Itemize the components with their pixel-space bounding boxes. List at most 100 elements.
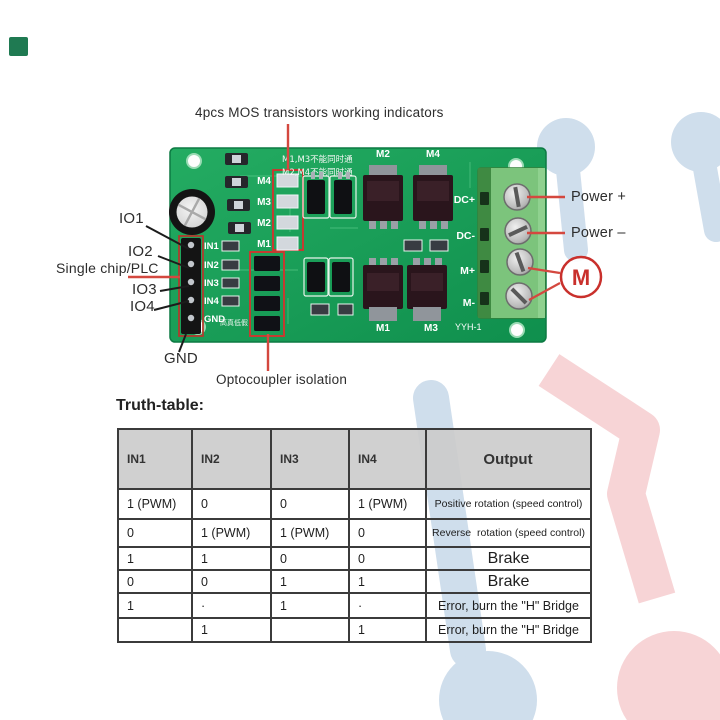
cell-in1: [117, 617, 193, 643]
cell-in2: ·: [191, 592, 272, 619]
motor-symbol-letter: M: [572, 265, 590, 290]
mosfet-m1: [363, 258, 403, 321]
table-row: 1 (PWM) 0 0 1 (PWM) Positive rotation (s…: [117, 488, 592, 520]
cell-in3: 1: [270, 569, 350, 594]
col-header-in1: IN1: [117, 428, 193, 490]
col-header-in3: IN3: [270, 428, 350, 490]
col-header-output: Output: [425, 428, 592, 490]
label-power-plus: Power +: [571, 189, 626, 205]
cell-in4: 0: [348, 546, 427, 571]
mos-indicator-leds: M4 M3 M2 M1: [257, 169, 304, 251]
cell-in1: 1 (PWM): [117, 488, 193, 520]
mosfet-m4: [413, 165, 453, 229]
truth-table-title: Truth-table:: [116, 397, 204, 414]
col-header-in4: IN4: [348, 428, 427, 490]
cell-in1: 0: [117, 518, 193, 548]
electrolytic-capacitor: [169, 189, 215, 235]
cell-in4: 0: [348, 518, 427, 548]
optocoupler-block: [249, 251, 285, 337]
smd-components: [310, 239, 449, 316]
cell-in1: 1: [117, 546, 193, 571]
cell-output: Brake: [425, 546, 592, 571]
cell-in4: ·: [348, 592, 427, 619]
label-io4: IO4: [130, 298, 155, 315]
table-row: 1 1 0 0 Brake: [117, 546, 592, 571]
terminal-label-dc-minus: DC-: [456, 230, 475, 242]
input-pin-header: [178, 235, 204, 337]
led-label-m2: M2: [257, 218, 271, 229]
cell-in3: [270, 617, 350, 643]
motor-symbol: M: [559, 255, 603, 299]
mosfet-m2: [363, 165, 403, 229]
label-power-minus: Power –: [571, 225, 626, 241]
mosfet-label-m2: M2: [376, 149, 390, 160]
pin-label-gnd: GND: [204, 314, 225, 325]
truth-table-header-row: IN1 IN2 IN3 IN4 Output: [117, 428, 592, 490]
label-io1: IO1: [119, 210, 144, 227]
pcb-board: M4 M3 M2 M1 M1,M3不能同时通 M2,M4不能同时通: [169, 147, 547, 343]
silkscreen-warning-1: M1,M3不能同时通: [282, 154, 353, 165]
label-io2: IO2: [128, 243, 153, 260]
driver-transistors-bottom: [303, 257, 354, 297]
annotation-lines-black: [145, 225, 190, 353]
cell-in1: 1: [117, 592, 193, 619]
label-mos-indicators: 4pcs MOS transistors working indicators: [195, 105, 444, 120]
watermark-blue-blob: [671, 112, 720, 172]
cell-in3: 1: [270, 592, 350, 619]
cell-in3: 0: [270, 488, 350, 520]
label-optocoupler: Optocoupler isolation: [216, 372, 348, 387]
cell-in2: 0: [191, 569, 272, 594]
table-row: 1 1 Error, burn the "H" Bridge: [117, 617, 592, 643]
led-label-m3: M3: [257, 197, 271, 208]
cell-in4: 1: [348, 569, 427, 594]
watermark-blue-blob: [537, 118, 595, 176]
pin-header-highlight-box: [178, 235, 204, 337]
terminal-label-m-plus: M+: [460, 265, 475, 277]
cell-in3: 0: [270, 546, 350, 571]
mosfet-m3: [407, 258, 447, 321]
cell-in4: 1: [348, 617, 427, 643]
cell-output: Positive rotation (speed control): [425, 488, 592, 520]
label-io3: IO3: [132, 281, 157, 298]
terminal-screws: [503, 183, 534, 310]
cell-output: Error, burn the "H" Bridge: [425, 617, 592, 643]
pin-label-in4: IN4: [204, 296, 220, 307]
resistor-array: [225, 153, 251, 234]
watermark-pink-blob: [617, 631, 720, 720]
cell-in2: 1: [191, 546, 272, 571]
led-label-m4: M4: [257, 176, 271, 187]
table-row: 1 · 1 · Error, burn the "H" Bridge: [117, 592, 592, 619]
table-row: 0 1 (PWM) 1 (PWM) 0 Reverse rotation (sp…: [117, 518, 592, 548]
cell-in2: 1: [191, 617, 272, 643]
truth-table: IN1 IN2 IN3 IN4 Output 1 (PWM) 0 0 1 (PW…: [117, 428, 592, 643]
corner-green-square: [9, 37, 28, 56]
pin-label-in3: IN3: [204, 278, 219, 289]
cell-in3: 1 (PWM): [270, 518, 350, 548]
silkscreen-warning-2: M2,M4不能同时通: [282, 167, 353, 178]
pin-label-in2: IN2: [204, 260, 219, 271]
col-header-in2: IN2: [191, 428, 272, 490]
cell-in2: 1 (PWM): [191, 518, 272, 548]
cell-in4: 1 (PWM): [348, 488, 427, 520]
led-lamps: [276, 173, 299, 251]
cell-in2: 0: [191, 488, 272, 520]
cell-in1: 0: [117, 569, 193, 594]
mosfet-label-m3: M3: [424, 323, 438, 334]
annotation-lines-red: [128, 124, 565, 371]
label-single-chip-plc: Single chip/PLC: [56, 260, 159, 276]
pin-label-in1: IN1: [204, 241, 220, 252]
led-label-m1: M1: [257, 239, 271, 250]
input-smd-resistors: [221, 240, 240, 307]
driver-transistors-top: [302, 172, 357, 219]
label-gnd: GND: [164, 350, 198, 367]
terminal-label-dc-plus: DC+: [454, 194, 475, 206]
mosfet-label-m4: M4: [426, 149, 440, 160]
terminal-label-m-minus: M-: [463, 297, 476, 309]
terminal-block: DC+ DC- M+ M-: [454, 167, 546, 319]
cell-output: Error, burn the "H" Bridge: [425, 592, 592, 619]
cell-output: Reverse rotation (speed control): [425, 518, 592, 548]
watermark-pink-ribbon: [538, 354, 676, 604]
mosfet-label-m1: M1: [376, 323, 390, 334]
